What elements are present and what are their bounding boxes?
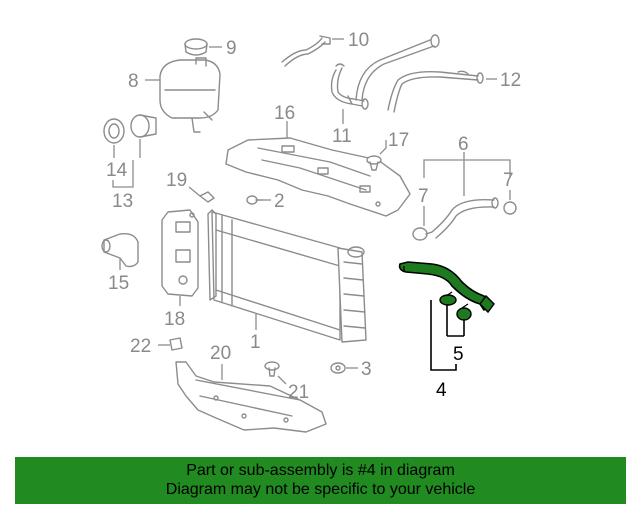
callout-10: 10 xyxy=(348,30,369,51)
parts-diagram: 9 8 14 13 10 11 xyxy=(101,30,521,433)
baffle-clip[interactable] xyxy=(366,140,387,171)
bolt-2[interactable] xyxy=(246,195,271,205)
heater-hose-11[interactable] xyxy=(330,63,369,124)
hose-clamp-left[interactable] xyxy=(412,227,433,241)
heater-hose-long[interactable] xyxy=(355,34,440,101)
callout-1: 1 xyxy=(250,332,261,353)
reservoir-cap[interactable] xyxy=(184,38,222,56)
bypass-hose-12[interactable] xyxy=(387,70,497,113)
callout-21: 21 xyxy=(288,382,309,403)
lower-radiator-hose[interactable] xyxy=(431,197,499,239)
callout-9: 9 xyxy=(226,38,237,59)
radiator-lower-baffle[interactable] xyxy=(175,361,327,433)
banner-line-2: Diagram may not be specific to your vehi… xyxy=(165,481,476,498)
radiator[interactable] xyxy=(207,209,367,343)
callout-20: 20 xyxy=(210,343,231,364)
callout-19: 19 xyxy=(166,170,187,191)
coolant-reservoir[interactable] xyxy=(145,57,221,133)
callout-12: 12 xyxy=(500,70,521,91)
water-outlet[interactable] xyxy=(101,232,139,270)
callout-15: 15 xyxy=(108,273,129,294)
callout-3: 3 xyxy=(361,359,372,380)
banner-line-1: Part or sub-assembly is #4 in diagram xyxy=(186,462,455,479)
callout-5: 5 xyxy=(453,344,464,365)
push-pin-21[interactable] xyxy=(264,361,287,385)
callout-4: 4 xyxy=(436,380,447,401)
callout-16: 16 xyxy=(274,103,295,124)
hose-clamp-highlighted-2[interactable] xyxy=(456,303,472,321)
callout-7-left: 7 xyxy=(418,186,429,207)
callout-6: 6 xyxy=(458,134,469,155)
thermostat-gasket[interactable] xyxy=(103,118,125,144)
callout-2: 2 xyxy=(274,191,285,212)
callout-17: 17 xyxy=(388,130,409,151)
callout-14: 14 xyxy=(106,160,128,181)
callout-18: 18 xyxy=(164,309,185,330)
fastener-19[interactable] xyxy=(188,186,215,203)
vent-hose-10[interactable] xyxy=(281,35,344,67)
clip-22[interactable] xyxy=(158,337,183,351)
radiator-upper-baffle[interactable] xyxy=(225,121,411,217)
thermostat[interactable] xyxy=(113,114,157,158)
hose-clamp-right[interactable] xyxy=(503,201,517,215)
callout-7-right: 7 xyxy=(503,170,514,191)
callout-22: 22 xyxy=(130,336,151,357)
upper-radiator-hose-highlighted[interactable] xyxy=(398,261,495,314)
radiator-side-baffle[interactable] xyxy=(161,209,199,306)
info-banner: Part or sub-assembly is #4 in diagram Di… xyxy=(15,457,626,504)
callout-8: 8 xyxy=(128,71,139,92)
nut-3[interactable] xyxy=(330,362,358,374)
callout-11: 11 xyxy=(332,126,352,147)
callout-13: 13 xyxy=(112,191,133,212)
hose-clamp-highlighted-1[interactable] xyxy=(439,291,457,306)
